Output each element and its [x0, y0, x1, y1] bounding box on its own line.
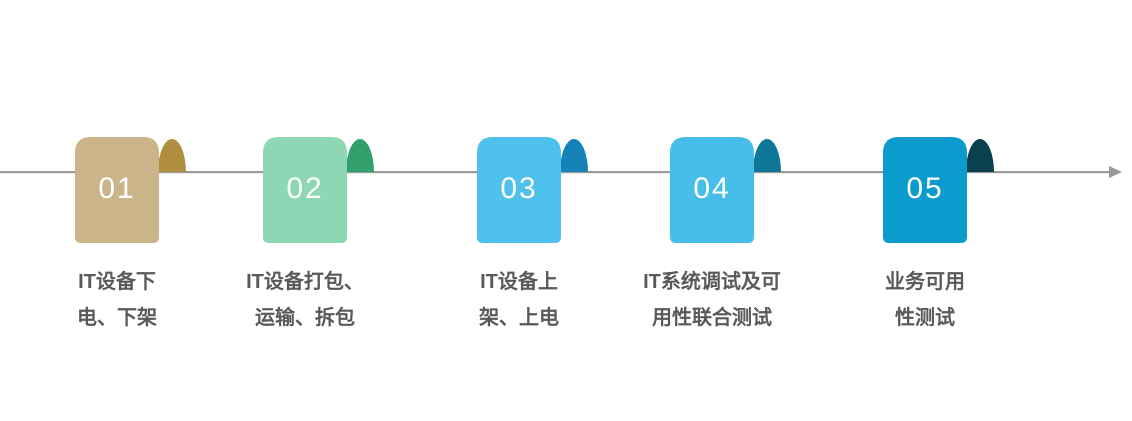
step-label-line-2: 电、下架	[77, 307, 157, 329]
step-label: 业务可用 性测试	[815, 264, 1035, 336]
ribbon-bookmark-graphic	[670, 137, 781, 243]
arrow-right-icon	[1109, 166, 1122, 178]
step-number: 01	[98, 172, 136, 205]
ribbon-curl-shape	[560, 139, 588, 172]
step-label-line-1: IT设备下	[78, 271, 156, 293]
ribbon-body-shape	[477, 137, 561, 243]
step-label: IT系统调试及可 用性联合测试	[602, 264, 822, 336]
ribbon-bookmark-graphic	[883, 137, 994, 243]
step-label-line-1: IT设备上	[480, 271, 558, 293]
step-label-line-1: IT系统调试及可	[643, 271, 781, 293]
ribbon-body-shape	[263, 137, 347, 243]
step-label-line-1: IT设备打包、	[246, 271, 364, 293]
ribbon-curl-shape	[346, 139, 374, 172]
step-number: 04	[693, 172, 731, 205]
ribbon-bookmark-graphic	[75, 137, 186, 243]
step-label-line-2: 用性联合测试	[652, 307, 772, 329]
ribbon-body-shape	[75, 137, 159, 243]
ribbon-curl-shape	[966, 139, 994, 172]
process-step-1: 01 IT设备下 电、下架	[75, 137, 187, 329]
ribbon-curl-shape	[753, 139, 781, 172]
process-step-4: 04 IT系统调试及可 用性联合测试	[643, 137, 782, 329]
process-step-3: 03 IT设备上 架、上电	[477, 137, 589, 329]
step-label-line-2: 性测试	[895, 307, 955, 329]
ribbon-body-shape	[883, 137, 967, 243]
ribbon-bookmark-graphic	[477, 137, 588, 243]
step-number: 05	[906, 172, 944, 205]
step-number: 03	[500, 172, 538, 205]
step-number: 02	[286, 172, 324, 205]
ribbon-bookmark-graphic	[263, 137, 374, 243]
process-step-5: 05 业务可用 性测试	[883, 137, 995, 329]
step-label: IT设备打包、 运输、拆包	[195, 264, 415, 336]
ribbon-curl-shape	[158, 139, 186, 172]
step-label-line-2: 运输、拆包	[255, 307, 355, 329]
step-label: IT设备上 架、上电	[409, 264, 629, 336]
step-label: IT设备下 电、下架	[7, 264, 227, 336]
ribbon-body-shape	[670, 137, 754, 243]
process-step-2: 02 IT设备打包、 运输、拆包	[246, 137, 375, 329]
step-label-line-2: 架、上电	[479, 307, 559, 329]
step-label-line-1: 业务可用	[885, 271, 965, 293]
